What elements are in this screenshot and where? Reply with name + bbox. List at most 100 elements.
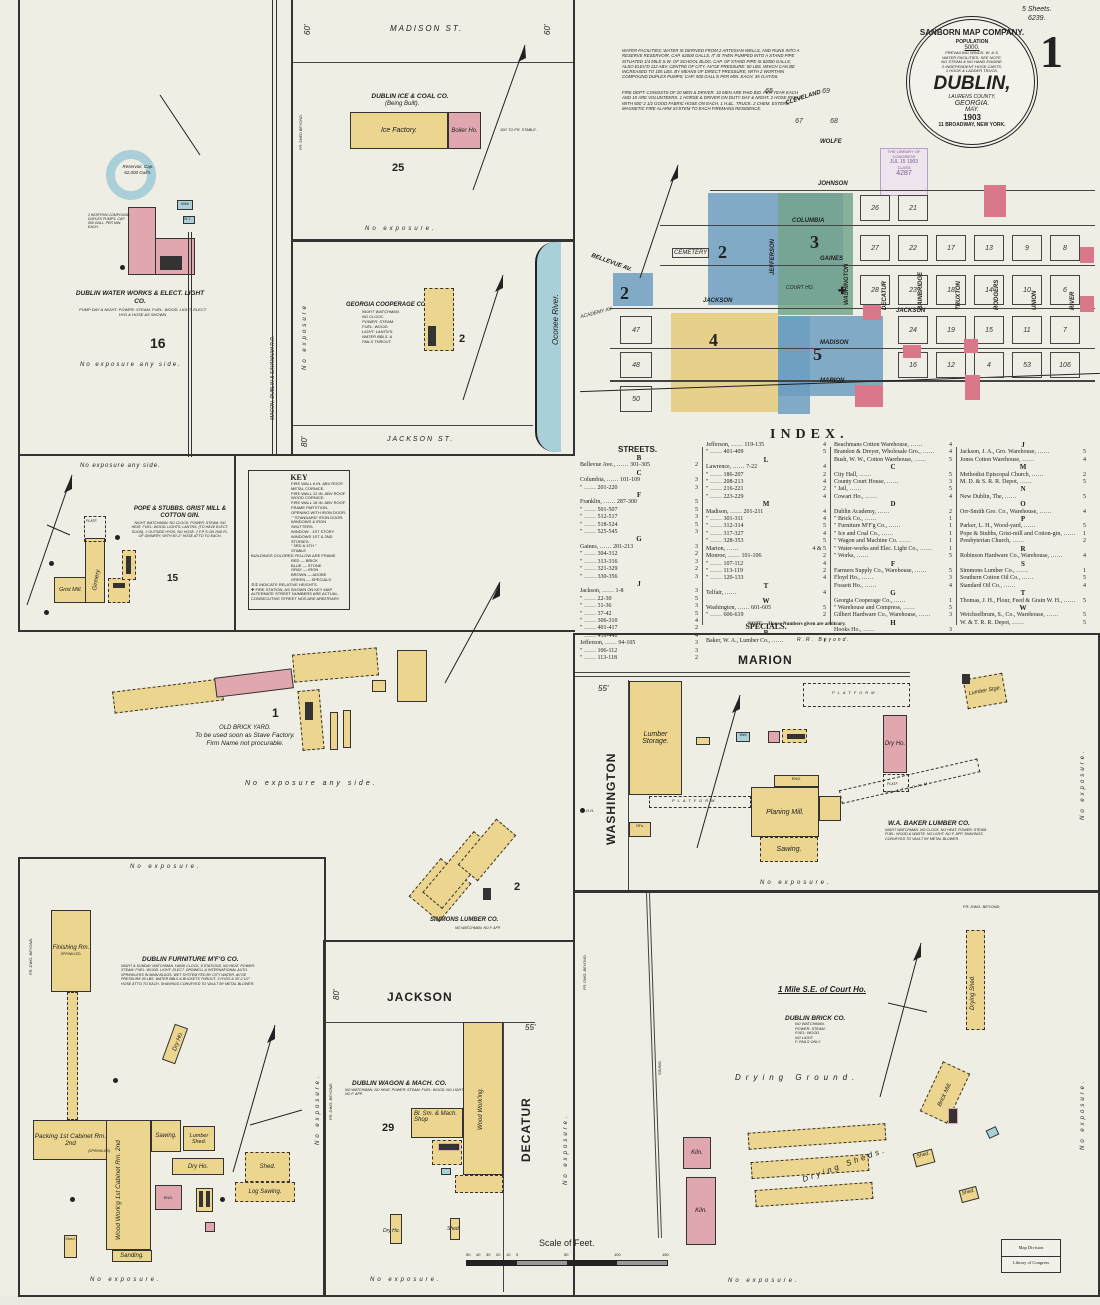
- key-dublin-furniture[interactable]: [984, 185, 1006, 217]
- key-area-sheet-4[interactable]: [671, 313, 778, 412]
- index-entry[interactable]: " Warehouse and Compress, ……5: [834, 604, 952, 611]
- key-block[interactable]: 17: [936, 235, 966, 261]
- index-entry[interactable]: " Works, ……5: [834, 553, 952, 560]
- key-block[interactable]: 23: [898, 275, 928, 305]
- key-block[interactable]: 65: [765, 87, 773, 95]
- key-block[interactable]: 21: [898, 195, 928, 221]
- key-block[interactable]: 28: [860, 275, 890, 305]
- key-sheet1-marker[interactable]: [1080, 296, 1094, 312]
- key-block[interactable]: 106: [1050, 352, 1080, 378]
- index-entry[interactable]: " Wagon and Machine Co. ……1: [834, 538, 952, 545]
- key-block[interactable]: 9: [1012, 235, 1042, 261]
- key-block[interactable]: 22: [898, 235, 928, 261]
- key-block[interactable]: 15: [974, 316, 1004, 344]
- index-entry[interactable]: Brandon & Dreyer, Wholesale Gro., ……4: [834, 449, 952, 456]
- key-block[interactable]: 67: [795, 117, 803, 125]
- index-entry[interactable]: County Court House, ……3: [834, 479, 952, 486]
- index-entry[interactable]: " Brick Co., ……1: [834, 516, 952, 523]
- index-entry[interactable]: Georgia Cooperage Co., ……1: [834, 597, 952, 604]
- index-entry[interactable]: " Water-works and Elec. Light Co., ……1: [834, 545, 952, 552]
- index-entry[interactable]: Jackson, J. A., Gro. Warehouse, ……5: [960, 449, 1086, 456]
- key-block[interactable]: 50: [620, 386, 652, 412]
- key-block[interactable]: 12: [936, 352, 966, 378]
- key-sheet1-marker[interactable]: [965, 375, 980, 400]
- index-entry[interactable]: City Hall, ……5: [834, 471, 952, 478]
- key-area-sheet-3[interactable]: [778, 193, 853, 315]
- index-entry[interactable]: Pope & Stubbs, Grist-mill and Cotton-gin…: [960, 530, 1086, 537]
- index-entry[interactable]: Hooks Ho., ……3: [834, 627, 952, 634]
- key-block[interactable]: 19: [936, 316, 966, 344]
- index-entry[interactable]: Marion, ……4 & 5: [706, 545, 826, 552]
- key-sheet1-marker[interactable]: [863, 305, 881, 320]
- key-block[interactable]: 8: [1050, 235, 1080, 261]
- index-entry[interactable]: Farmers Supply Co., Warehouse, ……5: [834, 567, 952, 574]
- index-entry[interactable]: Bush, W. W., Cotton Warehouse, ……5: [834, 456, 952, 463]
- key-area-sheet-5-south[interactable]: [778, 316, 810, 414]
- index-entry[interactable]: Floyd Ho., ……3: [834, 575, 952, 582]
- key-block[interactable]: 27: [860, 235, 890, 261]
- key-block[interactable]: 14: [974, 275, 1004, 305]
- index-entry[interactable]: Gilbert Hardware Co., Warehouse, ……3: [834, 612, 952, 619]
- index-entry[interactable]: Thomas, J. H., Flour, Feed & Grain W. H.…: [960, 597, 1086, 604]
- key-block[interactable]: 69: [822, 87, 830, 95]
- key-block[interactable]: 26: [860, 195, 890, 221]
- index-entry[interactable]: Fossett Ho., ……4: [834, 582, 952, 589]
- index-entry[interactable]: Weichselbrum, S., Co., Warehouse, ……5: [960, 612, 1086, 619]
- index-entry[interactable]: Dublin Academy, ……2: [834, 508, 952, 515]
- index-entry[interactable]: Baker, W. A., Lumber Co., ……1: [706, 637, 826, 644]
- index-entry[interactable]: Methodist Episcopal Church, ……2: [960, 471, 1086, 478]
- key-sheet1-marker[interactable]: [903, 345, 921, 358]
- index-entry[interactable]: W. & T. R. R. Depot, ……5: [960, 619, 1086, 626]
- key-sheet1-marker[interactable]: [964, 339, 978, 353]
- index-entry[interactable]: Beachmans Cotton Warehouse, ……4: [834, 442, 952, 448]
- key-block[interactable]: 11: [1012, 316, 1042, 344]
- key-block[interactable]: 18: [936, 275, 966, 305]
- index-entry[interactable]: Jones Cotton Warehouse, ……4: [960, 456, 1086, 463]
- key-area-sheet-2-west[interactable]: [613, 273, 653, 306]
- index-entry[interactable]: Southern Cotton Oil Co., ……5: [960, 575, 1086, 582]
- index-entry[interactable]: Telfair, ……4: [706, 590, 826, 597]
- key-block[interactable]: 7: [1050, 316, 1080, 344]
- index-entry[interactable]: Simmons Lumber Co., ……1: [960, 567, 1086, 574]
- index-entry[interactable]: Orr-Smith Gro. Co., Warehouse, ……4: [960, 508, 1086, 515]
- index-entry[interactable]: Parker, L. H., Wood-yard, ……5: [960, 523, 1086, 530]
- key-block[interactable]: 68: [830, 117, 838, 125]
- index-entry[interactable]: " Jail, ……5: [834, 486, 952, 493]
- key-block[interactable]: 10: [1012, 275, 1042, 305]
- index-entry[interactable]: Cowart Ho., ……4: [834, 493, 952, 500]
- index-entry[interactable]: M. D. & S. R. R. Depot, ……5: [960, 479, 1086, 486]
- key-block[interactable]: 47: [620, 316, 652, 344]
